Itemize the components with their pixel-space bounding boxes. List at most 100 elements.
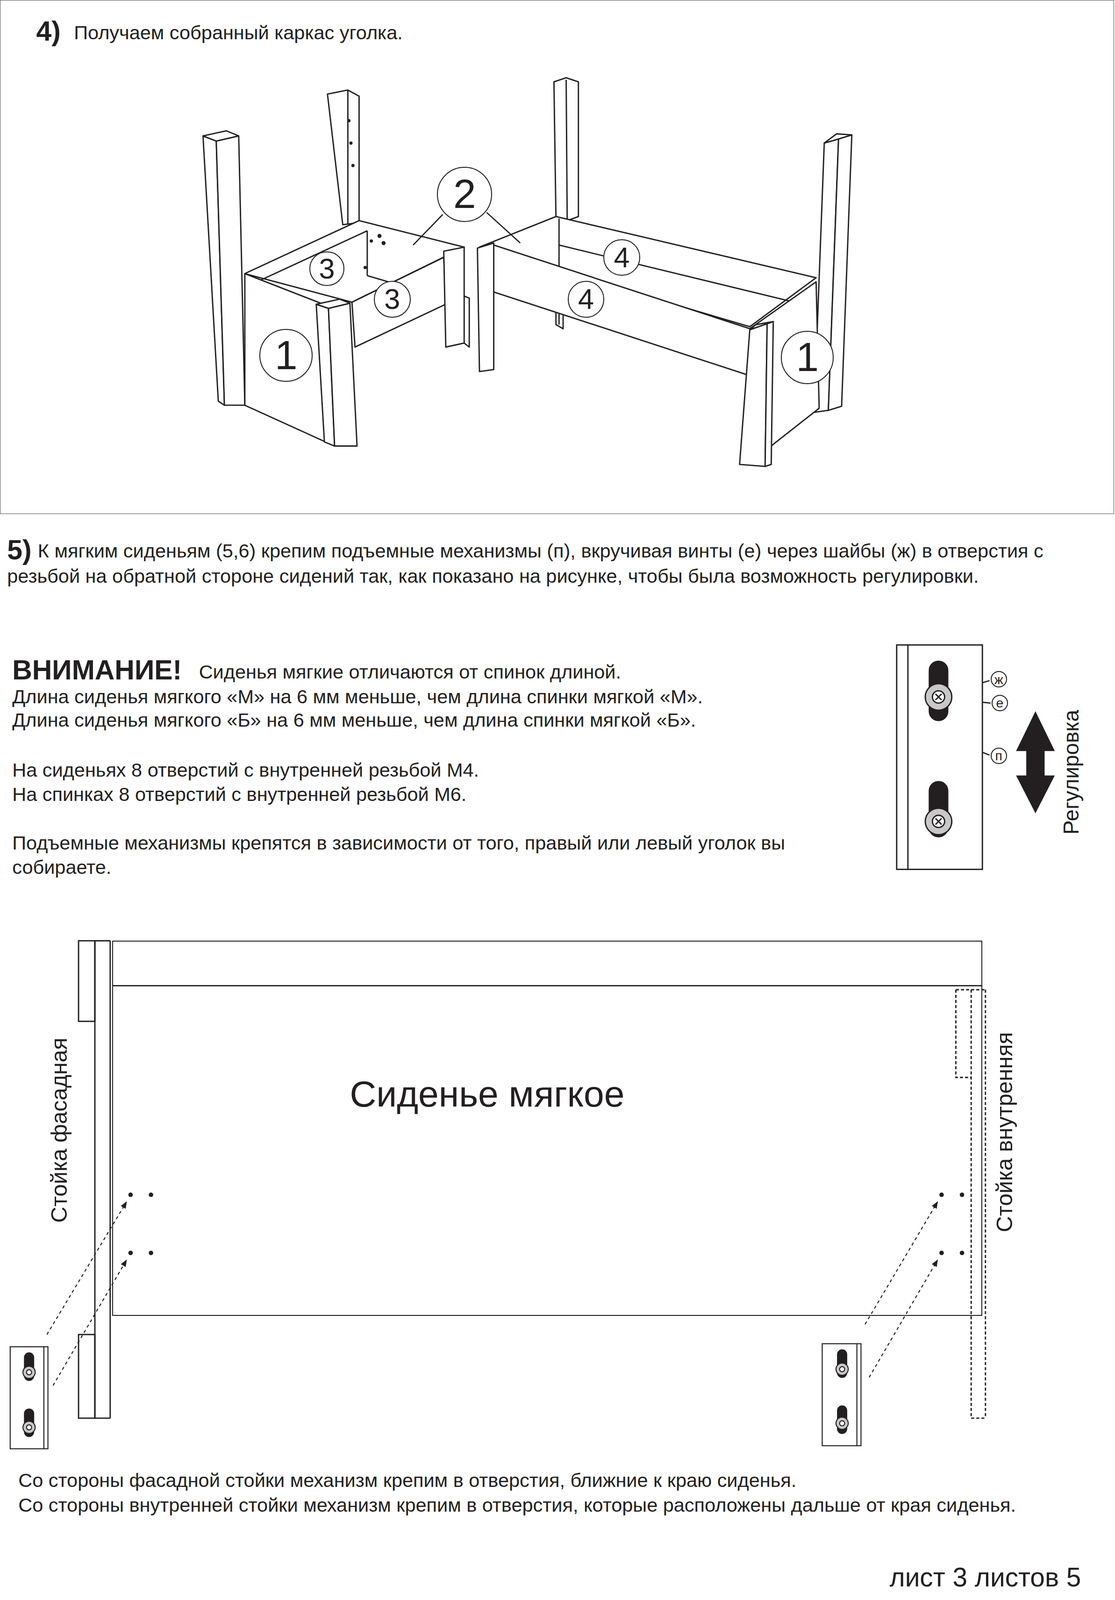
seat-plan	[78, 940, 95, 1022]
callout-circle: п	[990, 747, 1008, 765]
callout-number: ж	[994, 672, 1004, 687]
dashed-arrow	[869, 1260, 938, 1378]
frame-left-unit	[202, 90, 470, 447]
warning-text: Подъемные механизмы крепятся в зависимос…	[12, 830, 788, 880]
frame-left-unit	[316, 299, 351, 309]
lift-mechanism	[836, 1417, 849, 1430]
thread-holes	[128, 1192, 965, 1256]
lift-mechanism	[839, 1420, 845, 1426]
frame-right-unit	[477, 77, 852, 467]
warning-text: Длина сиденья мягкого «М» на 6 мм меньше…	[12, 684, 703, 710]
warning-text: Сиденья мягкие отличаются от спинок длин…	[199, 659, 622, 686]
warning-text: На сиденьях 8 отверстий с внутренней рез…	[12, 757, 479, 784]
double-arrow	[1015, 711, 1055, 814]
callout-number: 1	[274, 335, 298, 376]
frame-holes	[347, 119, 351, 123]
seat-plan	[984, 989, 987, 1419]
part-name: Стойка фасадная	[45, 1037, 73, 1223]
note-text: Со стороны фасадной стойки механизм креп…	[18, 1468, 797, 1493]
seat-panel: Сиденье мягкое	[112, 940, 983, 1316]
lift-mechanism	[10, 1343, 862, 1450]
frame-holes	[381, 241, 386, 246]
frame-left-unit	[351, 257, 446, 348]
callout-number: 1	[795, 336, 819, 378]
warning-text: На спинках 8 отверстий с внутренней резь…	[12, 781, 467, 808]
callout-circle: 1	[780, 330, 835, 385]
mechanism-detail	[935, 818, 942, 825]
seat-plan	[955, 989, 972, 1078]
page-number: лист 3 листов 5	[889, 1561, 1082, 1594]
thread-holes	[148, 1192, 154, 1198]
warning-text: Длина сиденья мягкого «Б» на 6 мм меньше…	[12, 707, 696, 734]
lift-mechanism	[22, 1366, 36, 1379]
callout-circle: 4	[567, 280, 605, 318]
seat-plan	[78, 1334, 95, 1419]
callout-number: 4	[613, 243, 630, 272]
mechanism-detail	[925, 683, 952, 711]
frame-holes	[369, 239, 373, 243]
frame-left-unit	[327, 90, 360, 225]
frame-left-unit	[216, 135, 245, 406]
callout-circle: 3	[309, 251, 344, 286]
frame-left-unit	[443, 247, 465, 348]
mechanism-detail	[932, 815, 945, 828]
callout-number: 2	[453, 173, 477, 215]
part-name: Сиденье мягкое	[350, 1072, 625, 1116]
double-arrow	[1026, 750, 1045, 777]
seat-plan	[971, 1417, 986, 1419]
thread-holes	[939, 1250, 944, 1256]
frame-right-unit	[566, 79, 568, 221]
frame-left-unit	[347, 90, 349, 224]
step-heading: Получаем собранный каркас уголка.	[73, 21, 403, 45]
thread-holes	[128, 1250, 134, 1256]
step-number: 5)	[7, 533, 32, 567]
frame-left-unit	[366, 230, 368, 276]
callout-circle: е	[991, 694, 1008, 712]
mechanism-detail	[932, 690, 945, 703]
mechanism-detail	[896, 644, 983, 870]
dashed-arrow	[53, 1260, 127, 1387]
lift-mechanism	[10, 1346, 49, 1449]
thread-holes	[148, 1250, 154, 1256]
mechanism-detail	[925, 807, 952, 835]
callout-circle: 3	[373, 280, 411, 318]
thread-holes	[128, 1192, 134, 1198]
callout-number: 4	[578, 285, 594, 314]
frame-right-unit	[828, 135, 852, 411]
lift-mechanism	[856, 1343, 858, 1446]
frame-holes	[377, 233, 382, 238]
callout-number: 3	[319, 254, 336, 284]
callout-circle: 1	[259, 328, 313, 383]
frame-left-unit	[244, 273, 335, 447]
mechanism-detail	[907, 644, 909, 870]
frame-left-unit	[202, 130, 239, 142]
leader-line	[413, 214, 443, 245]
frame-right-unit	[739, 323, 768, 467]
seat-plan	[112, 985, 983, 987]
lift-mechanism	[836, 1363, 849, 1376]
frame-holes	[351, 164, 355, 168]
dashed-arrow	[864, 1201, 938, 1325]
thread-holes	[939, 1192, 944, 1198]
frame-left-unit	[464, 296, 470, 348]
thread-holes	[959, 1250, 965, 1256]
mechanism-detail	[896, 644, 983, 870]
frame-right-unit	[553, 77, 579, 221]
part-name: Стойка внутренняя	[991, 1032, 1019, 1233]
callout-number: 3	[384, 285, 401, 314]
double-arrow	[1015, 711, 1055, 751]
seat-plan	[94, 940, 96, 1419]
seat-plan	[970, 989, 973, 1419]
callout-circle: 4	[603, 239, 641, 277]
thread-holes	[959, 1192, 965, 1198]
dashed-arrow	[46, 1201, 938, 1386]
callout-circle: ж	[990, 671, 1008, 688]
frame-right-unit	[764, 321, 773, 467]
seat-plan	[955, 989, 986, 1419]
note-text: Со стороны внутренней стойки механизм кр…	[18, 1493, 1085, 1518]
step-number: 4)	[35, 14, 61, 49]
frame-right-unit	[749, 321, 773, 330]
frame-holes	[349, 141, 353, 145]
lift-mechanism	[43, 1346, 45, 1449]
